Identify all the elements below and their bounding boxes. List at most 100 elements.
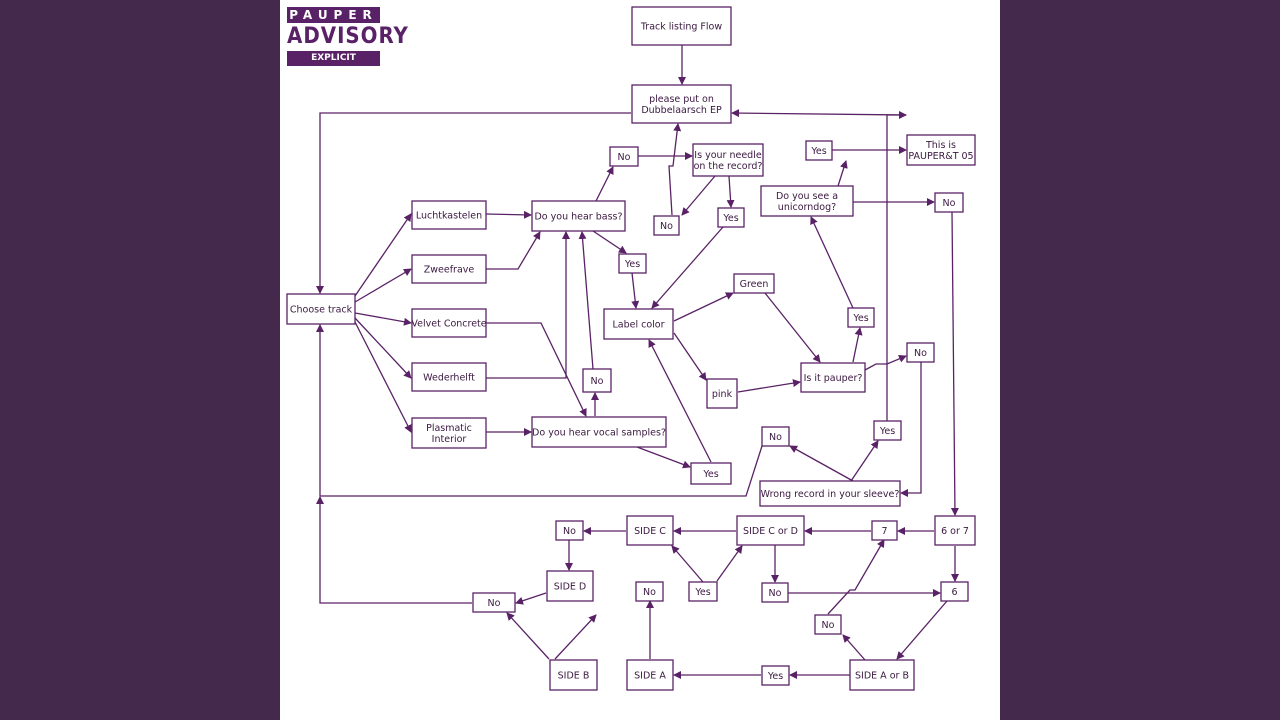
flow-node-no: No bbox=[582, 368, 612, 393]
flow-arrow bbox=[810, 216, 854, 309]
flow-node-box bbox=[800, 362, 866, 393]
flow-arrow bbox=[648, 339, 712, 463]
flow-node-label: No bbox=[914, 348, 927, 359]
flow-node-label: Label color bbox=[612, 320, 664, 331]
flow-arrow bbox=[726, 175, 735, 208]
flow-node-label: Track listing Flow bbox=[640, 22, 722, 33]
flow-node-is-it-pauper: Is it pauper? bbox=[800, 362, 866, 393]
flow-node-box bbox=[906, 134, 976, 166]
flow-node-box bbox=[531, 416, 667, 448]
flow-node-box bbox=[761, 426, 790, 447]
flow-node-label: Dubbelaarsch EP bbox=[641, 105, 722, 116]
flow-node-yes: Yes bbox=[805, 140, 833, 161]
flow-node-wederhelft: Wederhelft bbox=[411, 362, 487, 392]
flow-node-label: Green bbox=[740, 279, 769, 290]
flow-node-no: No bbox=[814, 614, 842, 635]
flow-node-box bbox=[549, 659, 598, 691]
flowchart-diagram: Track listing Flow please put onDubbelaar… bbox=[286, 6, 976, 691]
flow-node-box bbox=[690, 462, 732, 485]
flow-node-box bbox=[631, 6, 732, 46]
flow-node-label: Wederhelft bbox=[423, 373, 475, 384]
flow-node-box bbox=[873, 420, 902, 441]
flow-node-box bbox=[582, 368, 612, 393]
flow-node-do-you-hear-vocal-samples: Do you hear vocal samples? bbox=[531, 416, 667, 448]
flow-node-label: Zweefrave bbox=[424, 265, 475, 276]
flow-node-6-or-7: 6 or 7 bbox=[934, 515, 976, 546]
flow-arrow bbox=[486, 231, 570, 379]
flow-arrow bbox=[681, 175, 716, 216]
flow-node-label: PAUPER&T 05 bbox=[908, 151, 973, 162]
flow-node-no: No bbox=[472, 592, 516, 613]
flow-node-velvet-concrete: Velvet Concrete bbox=[411, 308, 487, 338]
flow-node-label: 7 bbox=[881, 526, 887, 537]
flow-node-box bbox=[692, 143, 764, 177]
flow-node-label: Luchtkastelen bbox=[416, 211, 482, 222]
flow-node-label: Do you hear bass? bbox=[534, 212, 622, 223]
flow-node-box bbox=[472, 592, 516, 613]
flow-node-label: SIDE B bbox=[558, 671, 590, 682]
flow-node-yes: Yes bbox=[618, 253, 647, 274]
flow-arrow bbox=[716, 545, 743, 582]
flow-arrow bbox=[486, 322, 587, 417]
flow-node-box bbox=[411, 308, 487, 338]
flow-arrow bbox=[842, 634, 866, 661]
flow-node-label: SIDE A or B bbox=[855, 671, 909, 682]
flow-node-label: No bbox=[822, 620, 835, 631]
flow-arrow bbox=[671, 545, 704, 583]
flow-node-yes: Yes bbox=[690, 462, 732, 485]
flow-node-yes: Yes bbox=[688, 581, 718, 602]
flow-node-no: No bbox=[653, 215, 680, 236]
flow-arrow bbox=[789, 445, 854, 482]
flow-arrow bbox=[673, 292, 734, 322]
flow-arrow bbox=[554, 614, 597, 660]
flow-node-label: Yes bbox=[624, 259, 640, 270]
logo-line-1: PAUPER bbox=[287, 7, 380, 23]
flow-arrow bbox=[764, 292, 821, 363]
flow-node-label: Yes bbox=[722, 213, 738, 224]
flow-node-label: Yes bbox=[879, 426, 895, 437]
flow-node-label: Yes bbox=[694, 587, 710, 598]
flow-node-box bbox=[555, 520, 584, 541]
flow-node-label: 6 or 7 bbox=[941, 526, 969, 537]
flow-node-label: Do you hear vocal samples? bbox=[532, 428, 666, 439]
flow-node-no: No bbox=[555, 520, 584, 541]
flow-arrow bbox=[731, 109, 907, 118]
flow-arrow bbox=[673, 332, 707, 381]
flow-node-box bbox=[411, 417, 487, 449]
flow-node-label: Velvet Concrete bbox=[411, 319, 486, 330]
flow-arrow bbox=[631, 272, 640, 309]
flow-node-box bbox=[688, 581, 718, 602]
flow-node-box bbox=[635, 581, 664, 602]
flow-node-box bbox=[546, 570, 594, 602]
flow-node-label: No bbox=[618, 152, 631, 163]
flow-node-yes: Yes bbox=[761, 665, 790, 686]
flow-arrow bbox=[651, 226, 724, 309]
flow-arrow bbox=[864, 355, 907, 371]
flow-node-box bbox=[411, 200, 487, 230]
flow-node-box bbox=[814, 614, 842, 635]
flow-node-label: unicorndog? bbox=[778, 202, 836, 213]
flow-node-7: 7 bbox=[871, 520, 898, 541]
flow-node-label: Plasmatic bbox=[426, 423, 472, 434]
flow-node-no: No bbox=[906, 342, 935, 363]
flow-node-label: please put on bbox=[649, 94, 714, 105]
flow-node-label: Choose track bbox=[290, 305, 353, 316]
flow-node-side-c: SIDE C bbox=[626, 515, 674, 546]
flow-node-choose-track: Choose track bbox=[286, 293, 356, 325]
flow-node-side-d: SIDE D bbox=[546, 570, 594, 602]
flow-node-side-b: SIDE B bbox=[549, 659, 598, 691]
flow-node-label: No bbox=[643, 587, 656, 598]
flow-node-no: No bbox=[609, 146, 639, 167]
flow-node-label: This is bbox=[925, 140, 956, 151]
flow-node-label-color: Label color bbox=[603, 308, 674, 340]
flow-node-box bbox=[286, 293, 356, 325]
flow-node-box bbox=[411, 362, 487, 392]
flow-node-box bbox=[736, 515, 805, 546]
flow-arrow bbox=[950, 211, 959, 516]
flow-node-label: Wrong record in your sleeve? bbox=[761, 489, 900, 500]
flow-node-box bbox=[531, 200, 626, 232]
flow-arrow bbox=[316, 324, 763, 497]
flow-node-box bbox=[871, 520, 898, 541]
